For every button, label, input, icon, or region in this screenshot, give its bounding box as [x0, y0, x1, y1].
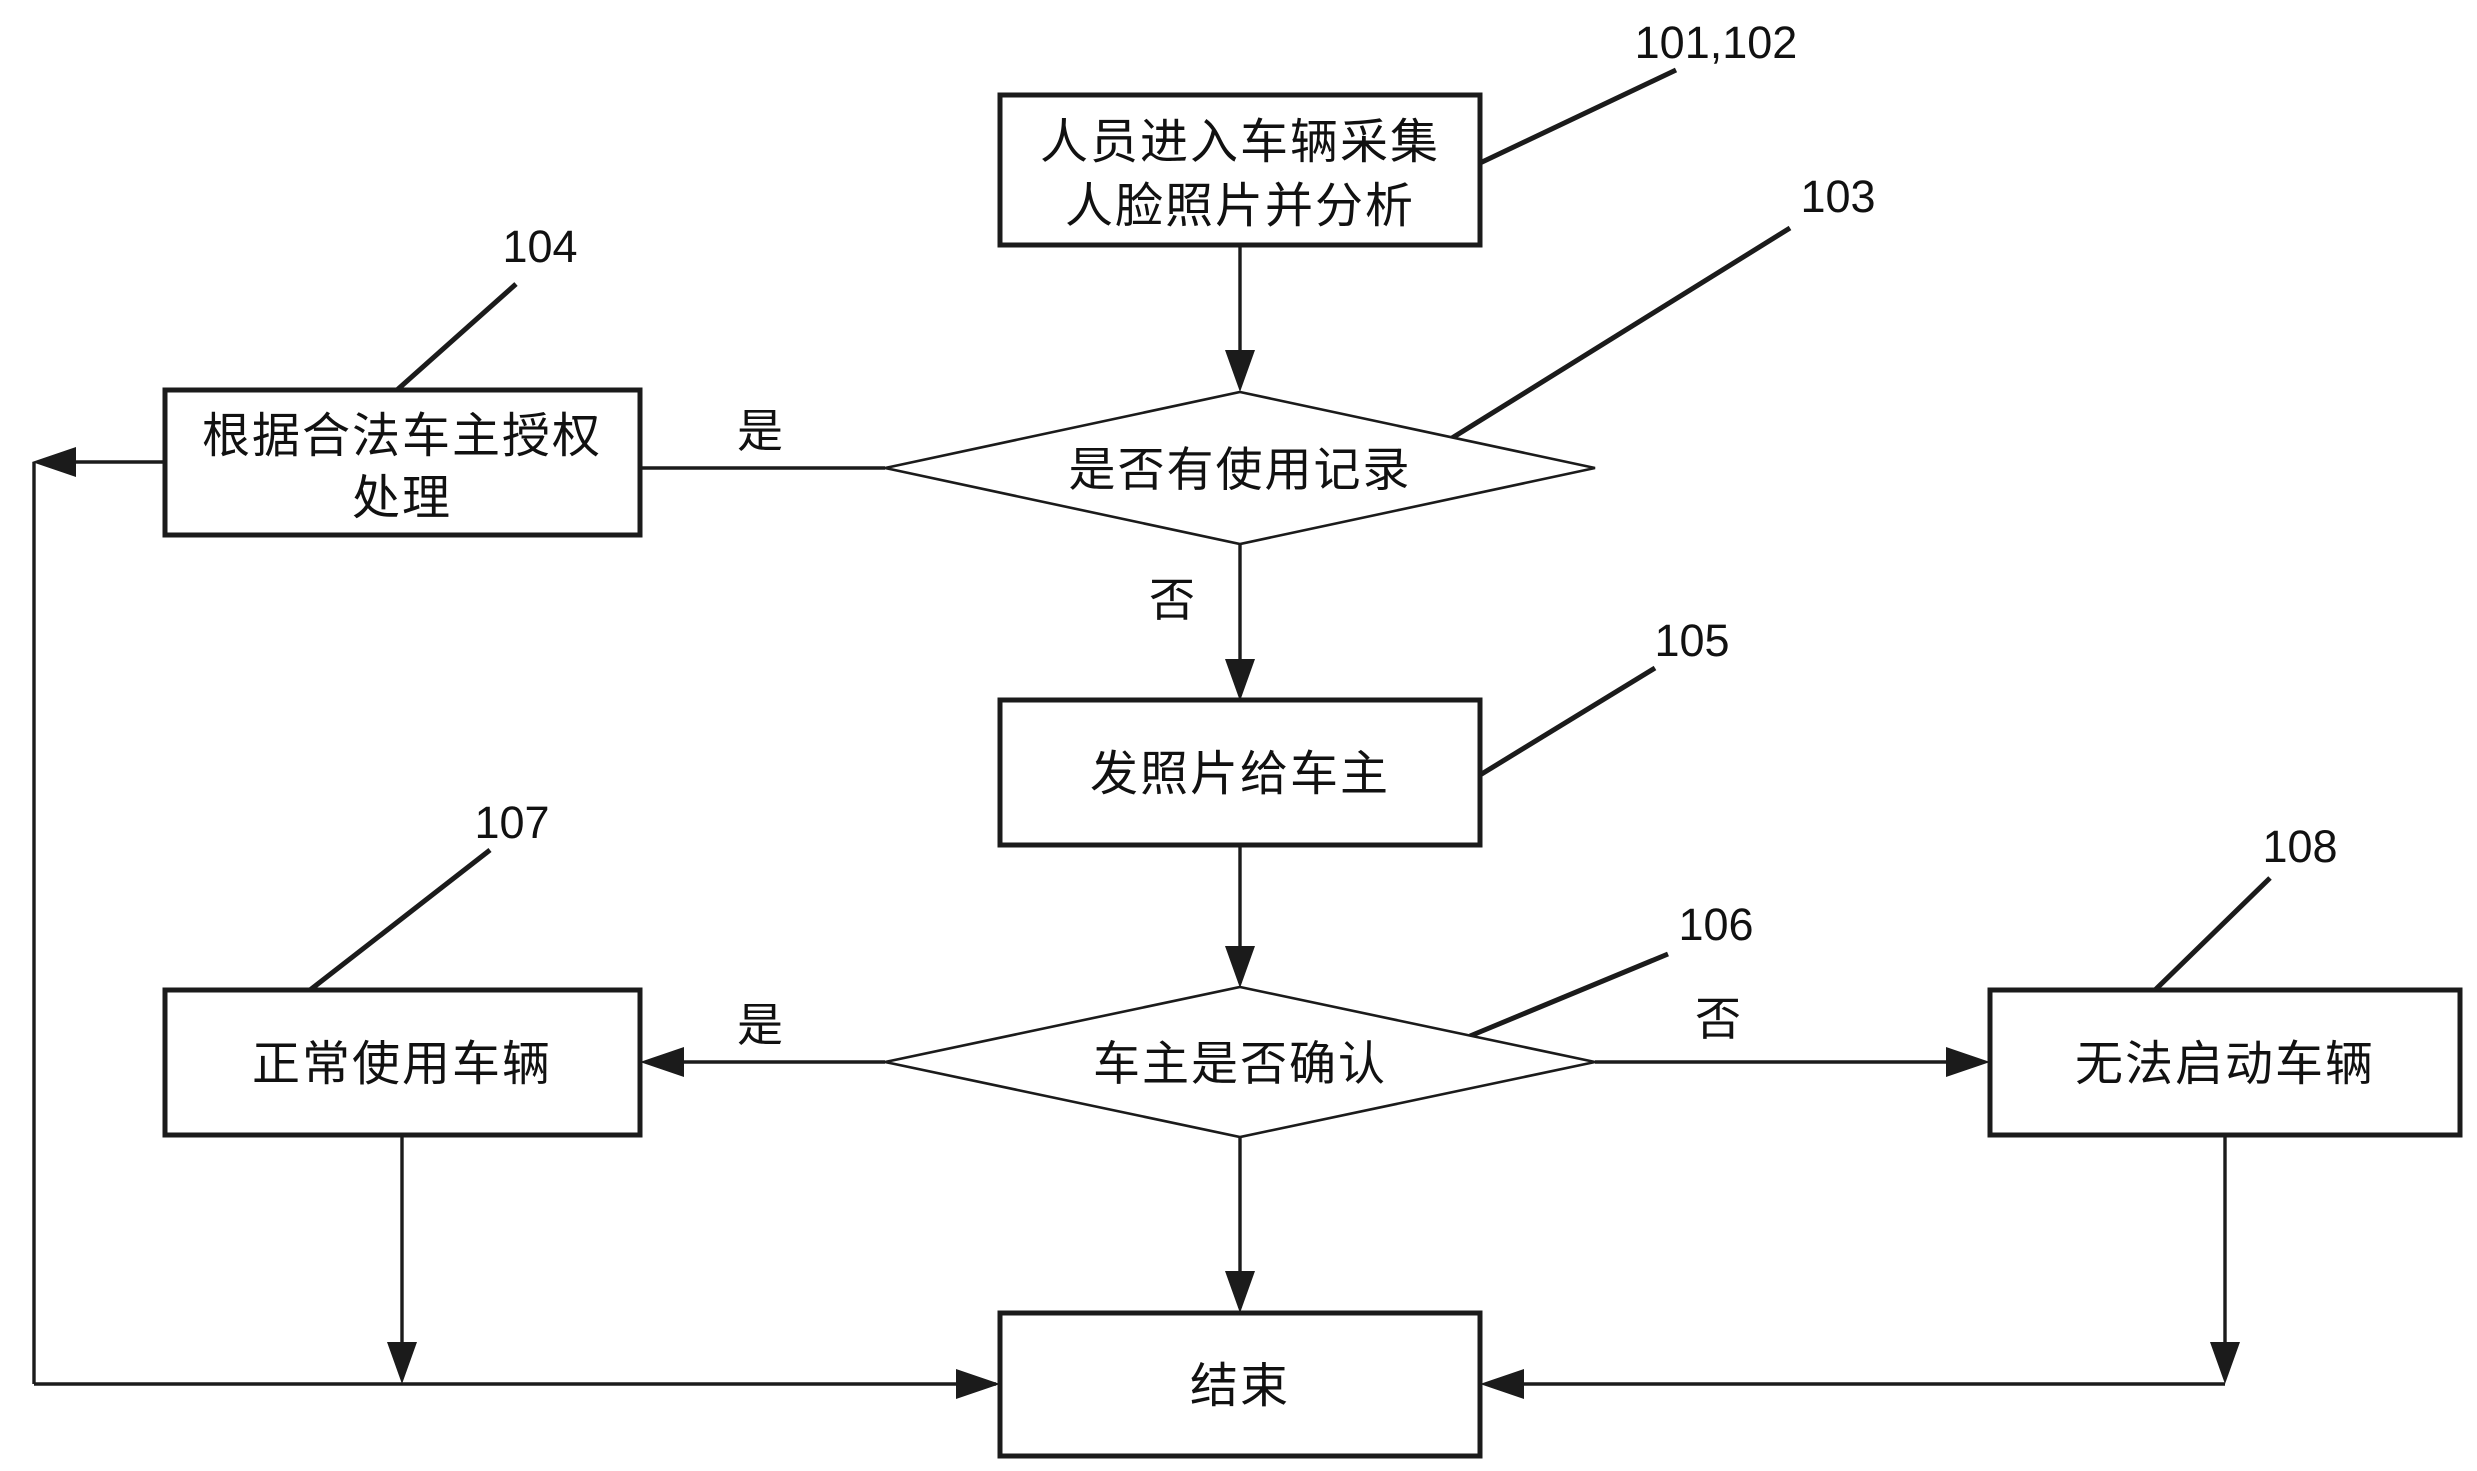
- arrow-down-icon: [1225, 946, 1255, 988]
- branch-label-yes: 是: [737, 999, 783, 1051]
- edge-owner-confirm-yes-to-normal-use: 是: [640, 999, 885, 1077]
- node-cannot-start: 无法启动车辆: [1987, 987, 2463, 1138]
- arrow-left-icon: [32, 447, 76, 477]
- leader-103: [1450, 225, 1792, 441]
- edge-record-check-no-to-send-photo: 否: [1149, 544, 1255, 701]
- node-send-photo: 发照片给车主: [997, 697, 1483, 848]
- authorize-box: [162, 387, 643, 538]
- end-box: [997, 1310, 1483, 1459]
- arrow-down-icon: [1225, 350, 1255, 392]
- ref-label-108: 108: [2262, 821, 2337, 872]
- arrow-left-icon: [640, 1047, 684, 1077]
- leader-104: [395, 282, 518, 392]
- edge-authorize-to-end-via-left-rail: [32, 447, 1000, 1399]
- edge-owner-confirm-no-to-cannot-start: 否: [1595, 993, 1990, 1077]
- node-record-check: 是否有使用记录: [884, 390, 1596, 546]
- normal-use-text: 正常使用车辆: [252, 1038, 552, 1091]
- edge-send-photo-to-owner-confirm: [1225, 845, 1255, 988]
- ref-label-105: 105: [1654, 615, 1729, 666]
- node-normal-use: 正常使用车辆: [162, 987, 643, 1138]
- normal-use-box: [162, 987, 643, 1138]
- branch-label-yes: 是: [737, 405, 783, 457]
- arrow-down-icon: [2210, 1342, 2240, 1384]
- cannot-start-text: 无法启动车辆: [2075, 1038, 2375, 1091]
- leader-106: [1469, 951, 1669, 1039]
- node-end: 结束: [997, 1310, 1483, 1459]
- ref-label-101-102: 101,102: [1635, 17, 1798, 68]
- ref-label-107: 107: [474, 797, 549, 848]
- edge-owner-confirm-to-end: [1225, 1137, 1255, 1313]
- owner-confirm-text: 车主是否确认: [1093, 1037, 1387, 1090]
- record-check-diamond: [884, 390, 1596, 546]
- leader-105: [1478, 665, 1657, 778]
- edge-record-check-yes-to-authorize: 是: [640, 405, 885, 470]
- send-photo-box: [997, 697, 1483, 848]
- cannot-start-box: [1987, 987, 2463, 1138]
- authorize-box-text-line1: 根据合法车主授权: [202, 410, 602, 463]
- ref-label-104: 104: [502, 221, 577, 272]
- leader-107: [308, 848, 492, 992]
- arrow-down-icon: [1225, 1271, 1255, 1313]
- start-box-text-line1: 人员进入车辆采集: [1040, 116, 1440, 169]
- start-box-text-line2: 人脸照片并分析: [1065, 180, 1415, 233]
- arrow-down-icon: [387, 1342, 417, 1384]
- arrow-left-icon: [1480, 1369, 1524, 1399]
- ref-label-103: 103: [1800, 171, 1875, 222]
- edge-normal-use-to-end: [387, 1135, 417, 1384]
- arrow-down-icon: [1225, 659, 1255, 701]
- node-authorize: 根据合法车主授权 处理: [162, 387, 643, 538]
- owner-confirm-diamond: [884, 985, 1596, 1139]
- edge-cannot-start-to-end: [1480, 1135, 2240, 1399]
- branch-label-no: 否: [1149, 574, 1195, 626]
- edge-start-to-record-check: [1225, 245, 1255, 392]
- branch-label-no: 否: [1695, 993, 1741, 1045]
- leader-101-102: [1478, 67, 1678, 166]
- send-photo-text: 发照片给车主: [1090, 748, 1390, 801]
- record-check-text: 是否有使用记录: [1069, 443, 1412, 496]
- node-owner-confirm: 车主是否确认: [884, 985, 1596, 1139]
- arrow-right-icon: [1946, 1047, 1990, 1077]
- authorize-box-text-line2: 处理: [352, 472, 452, 525]
- start-box: [997, 92, 1483, 248]
- ref-label-106: 106: [1678, 899, 1753, 950]
- node-start: 人员进入车辆采集 人脸照片并分析: [997, 92, 1483, 248]
- leader-108: [2153, 876, 2272, 992]
- arrow-right-icon: [956, 1369, 1000, 1399]
- end-box-text: 结束: [1190, 1360, 1290, 1413]
